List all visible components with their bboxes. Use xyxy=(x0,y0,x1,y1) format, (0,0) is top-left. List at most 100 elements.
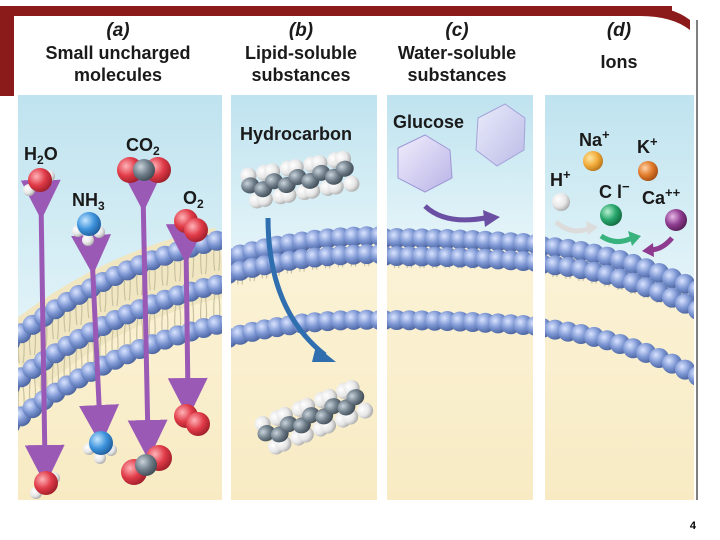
carbon-atom xyxy=(279,416,298,433)
lipid-tail xyxy=(376,239,377,263)
panel-d-molecules: Na+ K+ H+ C l− Ca++ xyxy=(550,127,687,257)
panel-c-header: (c) Water-soluble substances xyxy=(382,20,532,86)
lipid-head xyxy=(688,300,694,320)
panel-a-title-line2: molecules xyxy=(73,65,163,85)
o2-arrow xyxy=(165,223,208,418)
lipid-tail xyxy=(7,342,13,372)
glucose-molecule-2-icon xyxy=(475,103,526,167)
lipid-head xyxy=(370,310,377,330)
panel-c-title-line1: Water-soluble xyxy=(397,43,517,63)
lipid-head xyxy=(370,244,377,264)
cl-label: C l− xyxy=(599,179,630,202)
nh3-label: NH3 xyxy=(72,190,105,213)
h-label: H+ xyxy=(550,167,571,190)
carbon-atom xyxy=(257,425,276,442)
co2-arrow xyxy=(122,171,168,460)
lipid-tail xyxy=(545,249,546,273)
glucose-blocked-arrow xyxy=(423,204,486,223)
panel-b-inner-lipid-row xyxy=(231,309,377,348)
chloride-ion-arrowhead xyxy=(628,231,641,246)
glucose-molecule-icon xyxy=(397,134,453,193)
carbon-atom xyxy=(324,398,342,415)
nh3-arrow xyxy=(71,234,120,445)
panel-d-mid-lipid-row xyxy=(545,254,694,320)
lipid-head xyxy=(18,380,20,392)
lipid-head xyxy=(18,419,20,431)
panel-b-header: (b) Lipid-soluble substances xyxy=(226,20,376,86)
title-accent-curve xyxy=(640,6,690,30)
lipid-head xyxy=(18,336,20,348)
k-label: K+ xyxy=(637,134,658,157)
lipid-head xyxy=(688,366,694,386)
calcium-ion-icon xyxy=(665,209,687,231)
title-accent-bar xyxy=(0,6,672,16)
carbon-atom xyxy=(302,407,320,424)
panel-d-header: (d) Ions xyxy=(544,20,694,73)
hydrogen-atom xyxy=(357,402,374,419)
chloride-ion-icon xyxy=(600,204,622,226)
carbon-dioxide-molecule-icon xyxy=(117,157,171,183)
hydrogen-ion-arrowhead xyxy=(586,221,598,235)
lipid-head xyxy=(526,252,533,272)
panel-d-outer-lipid-row xyxy=(545,236,694,300)
panel-a-title-line1: Small uncharged xyxy=(45,43,191,63)
lipid-head xyxy=(206,314,222,335)
panel-c-mid-lipid-row xyxy=(387,246,533,272)
left-accent-bar xyxy=(0,6,14,96)
hydrocarbon-molecule-bottom-icon xyxy=(254,379,374,455)
panel-b-letter: (b) xyxy=(288,20,314,41)
lipid-head xyxy=(370,226,377,246)
hydrogen-atom xyxy=(343,175,360,192)
panel-b-title-line2: substances xyxy=(251,65,351,85)
panel-d-inner-lipid-row xyxy=(545,318,694,386)
hydrocarbon-label: Hydrocarbon xyxy=(240,124,352,144)
lipid-head xyxy=(526,234,533,254)
na-label: Na+ xyxy=(579,127,610,150)
panel-c-inner-lipid-row xyxy=(387,310,533,336)
lipid-tail xyxy=(532,243,533,267)
hydrocarbon-arrowhead xyxy=(312,346,336,362)
lipid-head xyxy=(220,316,222,328)
h2o-arrow xyxy=(20,179,65,485)
ammonia-molecule-icon xyxy=(72,212,105,246)
calcium-ion-arrowhead xyxy=(642,243,654,257)
panel-a-molecules: H2O CO2 NH3 O2 xyxy=(20,135,210,499)
hydrogen-ion-arrow xyxy=(554,220,592,234)
panel-a-letter: (a) xyxy=(106,20,130,41)
lipid-head xyxy=(688,280,694,300)
panel-a-header: (a) Small uncharged molecules xyxy=(18,20,218,86)
oxygen-molecule-bottom-icon xyxy=(174,404,210,436)
ca-label: Ca++ xyxy=(642,185,681,208)
lipid-tail xyxy=(231,261,232,285)
lipid-head xyxy=(220,232,222,244)
chloride-ion-arrow xyxy=(599,233,634,244)
co2-label: CO2 xyxy=(126,135,160,158)
panel-d-letter: (d) xyxy=(606,20,632,41)
glucose-arrowhead xyxy=(483,210,500,227)
o2-label: O2 xyxy=(183,188,204,211)
carbon-atom xyxy=(346,389,365,406)
glucose-label: Glucose xyxy=(393,112,464,132)
panel-c-molecules: Glucose xyxy=(393,103,526,227)
panel-b-molecules: Hydrocarbon xyxy=(240,124,374,455)
h2o-label: H2O xyxy=(24,144,58,167)
oxygen-molecule-icon xyxy=(174,209,208,242)
panel-c-letter: (c) xyxy=(445,20,469,41)
carbon-atom xyxy=(335,160,354,177)
ammonia-molecule-bottom-icon xyxy=(83,431,117,464)
panel-c-outer-lipid-row xyxy=(387,228,533,254)
sodium-ion-icon xyxy=(583,151,603,171)
panel-b-title-line1: Lipid-soluble xyxy=(245,43,357,63)
water-molecule-bottom-icon xyxy=(30,471,60,499)
hydrocarbon-molecule-top-icon xyxy=(240,150,360,209)
water-molecule-icon xyxy=(23,168,55,196)
lipid-head xyxy=(206,230,222,251)
lipid-tail xyxy=(387,241,388,265)
lipid-tail xyxy=(7,395,13,425)
lipid-head xyxy=(526,316,533,336)
lipid-tail xyxy=(695,290,701,320)
hydrogen-ion-icon xyxy=(552,193,570,211)
panel-c-title-line2: substances xyxy=(407,65,507,85)
